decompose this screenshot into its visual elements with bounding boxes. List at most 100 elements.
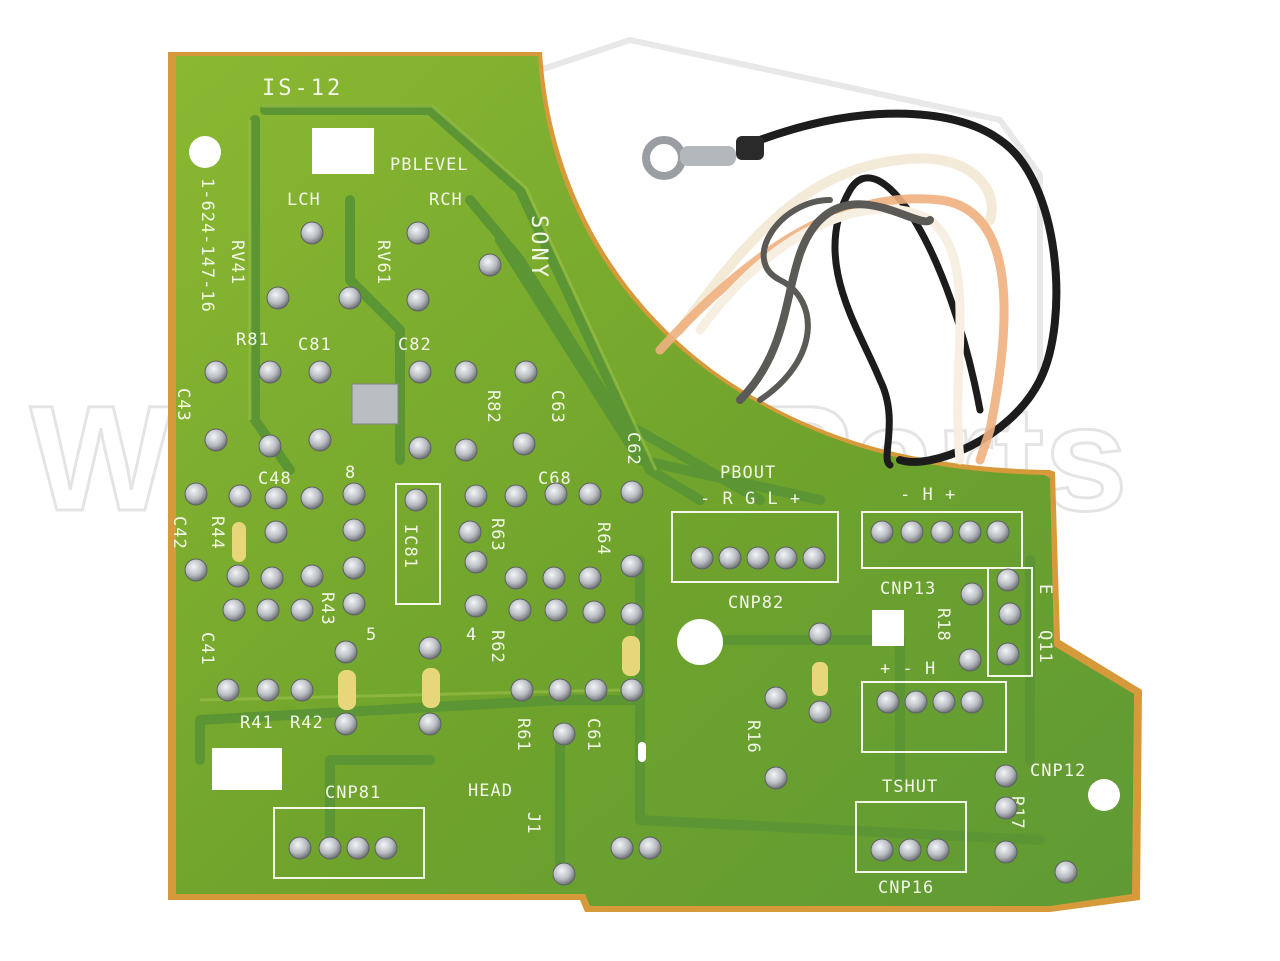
slot-small [638, 742, 646, 762]
solder-joint [308, 360, 332, 384]
slot-cutout-right [872, 610, 904, 646]
resistor-body [422, 668, 440, 708]
label-c68: C68 [538, 469, 572, 489]
solder-joint [876, 690, 900, 714]
label-r63: R63 [487, 518, 507, 552]
solder-joint [458, 520, 482, 544]
solder-joint [300, 221, 324, 245]
solder-joint [542, 566, 566, 590]
solder-joint [808, 700, 832, 724]
solder-joint [264, 486, 288, 510]
solder-joint [300, 486, 324, 510]
solder-joint [266, 286, 290, 310]
label-e: E [1035, 584, 1055, 595]
solder-joint [638, 836, 662, 860]
solder-joint [454, 360, 478, 384]
label-c48: C48 [258, 469, 292, 489]
solder-joint [548, 678, 572, 702]
solder-joint [610, 836, 634, 860]
label-c81: C81 [298, 335, 332, 355]
solder-joint [504, 484, 528, 508]
label-r43: R43 [317, 592, 337, 626]
solder-joint [958, 520, 982, 544]
label-c41: C41 [197, 632, 217, 666]
solder-joint [512, 432, 536, 456]
mounting-hole-right [1088, 779, 1120, 811]
label-c82: C82 [398, 335, 432, 355]
solder-joint [898, 838, 922, 862]
solder-joint [334, 712, 358, 736]
label-c63: C63 [547, 390, 567, 424]
solder-joint [300, 564, 324, 588]
solder-joint [406, 221, 430, 245]
solder-joint [418, 636, 442, 660]
label-cnp16: CNP16 [878, 878, 934, 898]
wire-gray-2 [757, 197, 833, 403]
solder-joint [774, 546, 798, 570]
solder-joint [510, 678, 534, 702]
solder-joint [870, 838, 894, 862]
solder-joint [228, 484, 252, 508]
solder-joint [508, 598, 532, 622]
solder-joint [958, 648, 982, 672]
label-rv41: RV41 [227, 240, 247, 285]
label-ic81: IC81 [400, 524, 420, 569]
solder-joint [998, 602, 1022, 626]
solder-joint [342, 556, 366, 580]
solder-joint [408, 436, 432, 460]
label-c42: C42 [169, 516, 189, 550]
label-cnp12-pins: + - H [880, 659, 936, 679]
solder-joint [994, 764, 1018, 788]
solder-joint [544, 598, 568, 622]
solder-joint [994, 840, 1018, 864]
label-r82: R82 [483, 390, 503, 424]
solder-joint [464, 550, 488, 574]
wire-orange [655, 194, 1009, 465]
solder-joint [290, 678, 314, 702]
mounting-hole-center [677, 619, 723, 665]
label-q11: Q11 [1035, 630, 1055, 664]
solder-joint [408, 360, 432, 384]
solder-joint [418, 712, 442, 736]
label-r42: R42 [290, 713, 324, 733]
wire-gray [736, 200, 934, 404]
ic-pad [351, 383, 399, 425]
pcb-board [176, 56, 1134, 906]
solder-joint [258, 360, 282, 384]
solder-joint [308, 428, 332, 452]
solder-joint [184, 482, 208, 506]
solder-joint [1054, 860, 1078, 884]
solder-joint [204, 428, 228, 452]
solder-joint [216, 678, 240, 702]
solder-joint [986, 520, 1010, 544]
label-head: HEAD [468, 781, 513, 801]
solder-joint [464, 594, 488, 618]
label-r41: R41 [240, 713, 274, 733]
label-r64: R64 [593, 522, 613, 556]
solder-joint [808, 622, 832, 646]
solder-joint [996, 568, 1020, 592]
solder-joint [334, 640, 358, 664]
solder-joint [346, 836, 370, 860]
label-r62: R62 [487, 630, 507, 664]
solder-joint [222, 598, 246, 622]
silkscreen-text: IS-12 PBLEVEL LCH RCH SONY 1-624-147-16 … [169, 76, 1085, 898]
label-r61: R61 [513, 718, 533, 752]
solder-joint [288, 836, 312, 860]
label-j1: J1 [523, 812, 543, 834]
resistor-body [338, 670, 356, 710]
resistor-body [622, 636, 640, 676]
solder-joint [504, 566, 528, 590]
solder-joint [404, 488, 428, 512]
label-cnp13-pins: - H + [900, 485, 956, 505]
label-r16: R16 [743, 720, 763, 754]
label-rch: RCH [429, 190, 463, 210]
resistor-body [232, 522, 246, 562]
solder-joint [996, 642, 1020, 666]
solder-joint [260, 566, 284, 590]
wire-black [756, 109, 1061, 466]
label-r18: R18 [933, 608, 953, 642]
solder-joint [746, 546, 770, 570]
solder-joint [584, 678, 608, 702]
solder-joint [406, 288, 430, 312]
